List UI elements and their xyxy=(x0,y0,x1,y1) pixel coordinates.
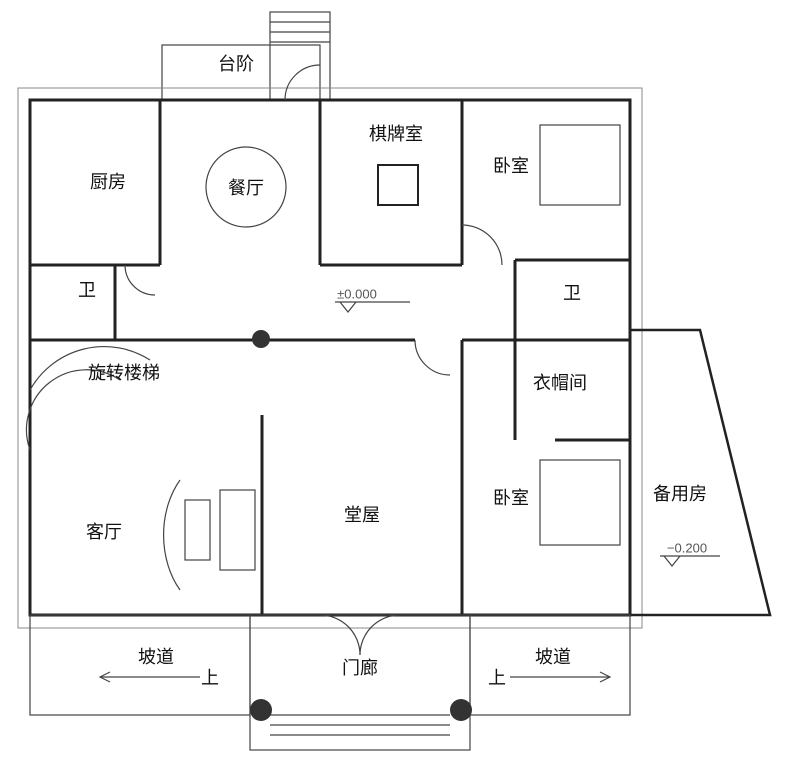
column xyxy=(252,330,270,348)
label-bedroom-top: 卧室 xyxy=(493,156,529,177)
label-ramp-right: 坡道 xyxy=(535,647,571,668)
column xyxy=(250,699,272,721)
label-cloakroom: 衣帽间 xyxy=(533,373,587,394)
label-living-room: 客厅 xyxy=(86,522,122,543)
label-chess-room: 棋牌室 xyxy=(369,124,423,145)
label-ramp-left-up: 上 xyxy=(201,668,219,689)
label-ramp-left: 坡道 xyxy=(138,647,174,668)
label-steps: 台阶 xyxy=(218,54,254,75)
porch xyxy=(249,614,471,751)
label-bath-left: 卫 xyxy=(78,280,96,301)
label-dining: 餐厅 xyxy=(228,178,264,199)
label-spare-room: 备用房 xyxy=(653,484,707,505)
label-ramp-right-up: 上 xyxy=(488,668,506,689)
label-kitchen: 厨房 xyxy=(90,172,126,193)
elevation-main: ±0.000 xyxy=(337,286,377,302)
top-steps xyxy=(269,11,331,101)
spare-room-wall xyxy=(628,328,772,617)
label-porch: 门廊 xyxy=(342,658,378,679)
elevation-spare: −0.200 xyxy=(666,540,708,556)
column xyxy=(450,699,472,721)
label-spiral-stair: 旋转楼梯 xyxy=(88,363,160,384)
label-bedroom-bottom: 卧室 xyxy=(493,488,529,509)
label-main-hall: 堂屋 xyxy=(344,505,380,526)
label-bath-right: 卫 xyxy=(563,283,581,304)
